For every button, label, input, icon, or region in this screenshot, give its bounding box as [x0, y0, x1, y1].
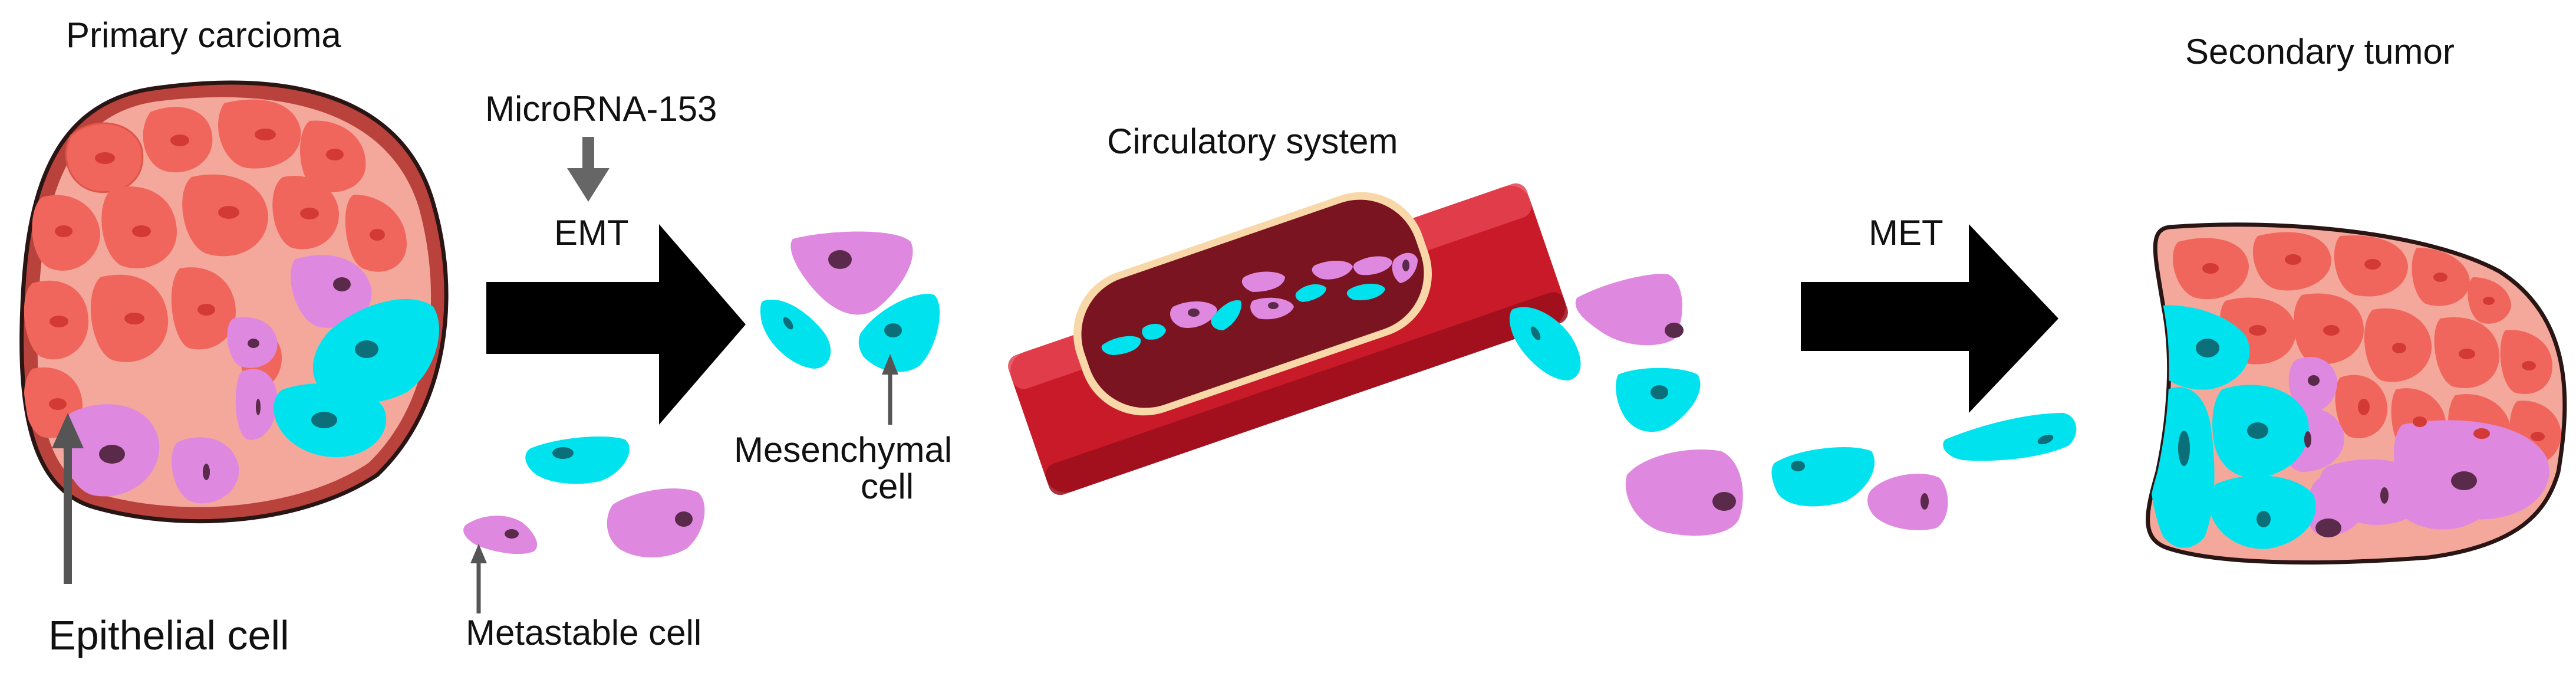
- emt-arrow: [486, 224, 746, 425]
- nuclei-cyan: [311, 340, 378, 428]
- metastable-pointer-arrow: [470, 544, 487, 613]
- vessel-cells: [1101, 252, 1418, 355]
- circulating-cells: [1509, 274, 2077, 536]
- mesenchymal-label-line2: cell: [861, 467, 914, 506]
- metastable-cell: [1625, 449, 1743, 536]
- secondary-tumor: [2146, 222, 2567, 565]
- nuclei-primary: [49, 129, 385, 410]
- mesenchymal-cell: [760, 300, 831, 369]
- microrna-label: MicroRNA-153: [485, 89, 717, 129]
- mesenchymal-pointer-arrow: [882, 354, 898, 425]
- circulatory-system-label: Circulatory system: [1107, 122, 1398, 161]
- primary-carcinoma-label: Primary carcioma: [66, 15, 341, 55]
- metastable-cell: [290, 255, 372, 328]
- emt-label: EMT: [554, 213, 629, 252]
- metastable-cell: [1867, 473, 1948, 530]
- nuclei-dark: [99, 277, 351, 480]
- mesenchymal-cell: [525, 437, 630, 484]
- mesenchymal-cell: [1509, 307, 1581, 380]
- mesenchymal-label-line1: Mesenchymal: [734, 430, 953, 470]
- mesenchymal-cell: [1616, 367, 1701, 432]
- met-label: MET: [1869, 213, 1943, 252]
- emt-cells: [463, 231, 940, 557]
- nuclei-secondary: [2178, 254, 2545, 537]
- secondary-tumor-label: Secondary tumor: [2185, 32, 2455, 71]
- microrna-down-arrow: [567, 137, 610, 202]
- mesenchymal-cell: [1943, 413, 2077, 461]
- met-arrow: [1801, 224, 2058, 413]
- mesenchymal-cell: [1771, 447, 1875, 507]
- metastable-cell: [1575, 274, 1682, 346]
- primary-carcinoma: [19, 80, 449, 524]
- metastable-cell: [790, 231, 913, 315]
- epithelial-pointer-arrow: [52, 413, 84, 584]
- epithelial-cell-label: Epithelial cell: [48, 612, 289, 658]
- metastable-cell: [607, 488, 705, 557]
- metastable-cell: [463, 516, 538, 554]
- blood-vessel: [1008, 183, 1568, 495]
- metastable-cell-label: Metastable cell: [466, 613, 702, 652]
